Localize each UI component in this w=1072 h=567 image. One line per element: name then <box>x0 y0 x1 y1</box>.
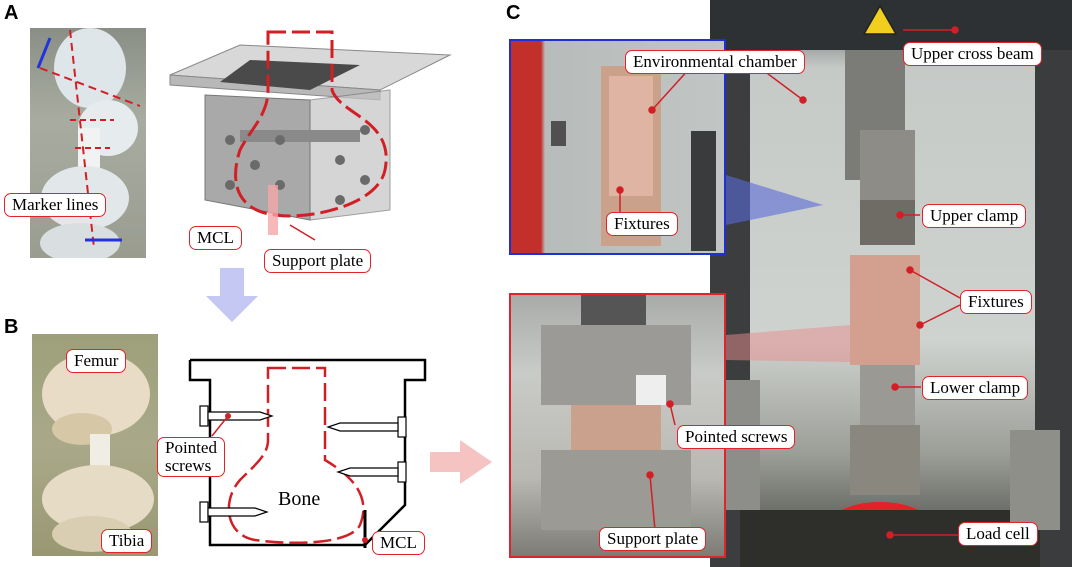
callout-load-cell: Load cell <box>958 522 1038 546</box>
specimen-photo-a <box>30 28 146 258</box>
callout-support-plate-a: Support plate <box>264 249 372 273</box>
callout-lower-clamp: Lower clamp <box>922 376 1029 400</box>
bone-label: Bone <box>278 488 321 510</box>
callout-environmental-chamber: Environmental chamber <box>625 50 805 74</box>
callout-fixtures-main: Fixtures <box>960 290 1032 314</box>
callout-femur: Femur <box>66 349 127 373</box>
callout-upper-cross-beam: Upper cross beam <box>903 42 1042 66</box>
fixture-rendering-a <box>160 20 460 250</box>
callout-pointed-screws-b: Pointed screws <box>157 437 225 477</box>
panel-label-b: B <box>4 316 19 338</box>
callout-support-plate-c: Support plate <box>599 527 707 551</box>
panel-label-c: C <box>506 2 521 24</box>
panel-label-a: A <box>4 2 19 24</box>
callout-marker-lines: Marker lines <box>4 193 107 217</box>
callout-tibia: Tibia <box>101 529 153 553</box>
callout-pointed-screws-c: Pointed screws <box>677 425 796 449</box>
callout-mcl-b: MCL <box>372 531 425 555</box>
callout-fixtures-inset: Fixtures <box>606 212 678 236</box>
callout-upper-clamp: Upper clamp <box>922 204 1027 228</box>
callout-mcl-a: MCL <box>189 226 242 250</box>
test-machine-photo <box>710 0 1072 567</box>
